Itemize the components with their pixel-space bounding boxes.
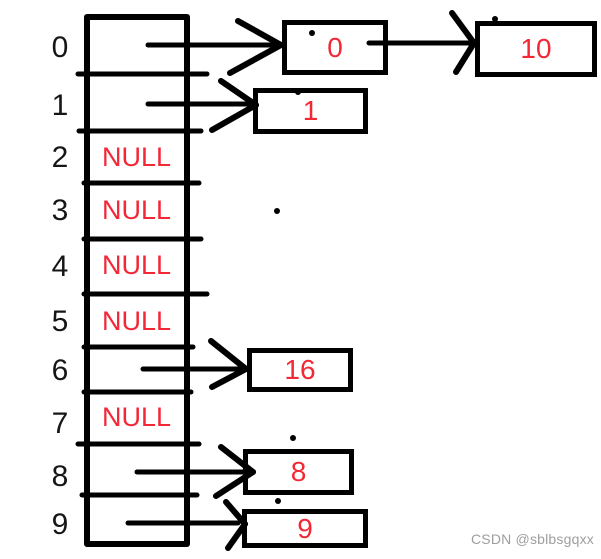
- bucket-cell-2-null: NULL: [101, 142, 172, 172]
- node-box-16: 16: [247, 348, 353, 392]
- arrow-bucket9-to-node9: [125, 499, 248, 551]
- node-value-10: 10: [520, 33, 552, 64]
- array-outline: [84, 14, 190, 547]
- bucket-cell-5-null: NULL: [101, 306, 172, 336]
- node-box-9: 9: [242, 509, 368, 548]
- arrow-bucket1-to-node1: [145, 78, 259, 133]
- node-value-9: 9: [297, 512, 313, 544]
- bucket-index-8: 8: [51, 460, 69, 493]
- node-value-8: 8: [290, 456, 307, 487]
- arrow-bucket6-to-node16: [140, 338, 249, 390]
- bucket-index-4: 4: [51, 250, 69, 283]
- bucket-index-1: 1: [51, 89, 69, 122]
- csdn-watermark: CSDN @sblbsgqxx: [470, 531, 594, 547]
- bucket-cell-7-null: NULL: [101, 402, 172, 432]
- node-value-0: 0: [327, 31, 343, 63]
- bucket-index-7: 7: [51, 407, 69, 440]
- node-box-0: 0: [282, 20, 388, 75]
- arrow-bucket0-to-node0: [145, 18, 284, 76]
- node-value-16: 16: [284, 354, 316, 385]
- bucket-index-2: 2: [51, 141, 69, 174]
- node-box-10: 10: [475, 21, 597, 77]
- node-value-1: 1: [302, 95, 319, 126]
- bucket-index-3: 3: [51, 194, 69, 227]
- bucket-cell-4-null: NULL: [101, 250, 172, 280]
- bucket-index-0: 0: [51, 31, 69, 64]
- node-box-8: 8: [243, 449, 354, 495]
- bucket-index-6: 6: [51, 354, 69, 387]
- bucket-index-5: 5: [51, 305, 69, 338]
- bucket-index-9: 9: [51, 508, 69, 541]
- bucket-cell-3-null: NULL: [101, 195, 172, 225]
- arrow-bucket8-to-node8: [134, 444, 256, 499]
- node-box-1: 1: [253, 88, 368, 134]
